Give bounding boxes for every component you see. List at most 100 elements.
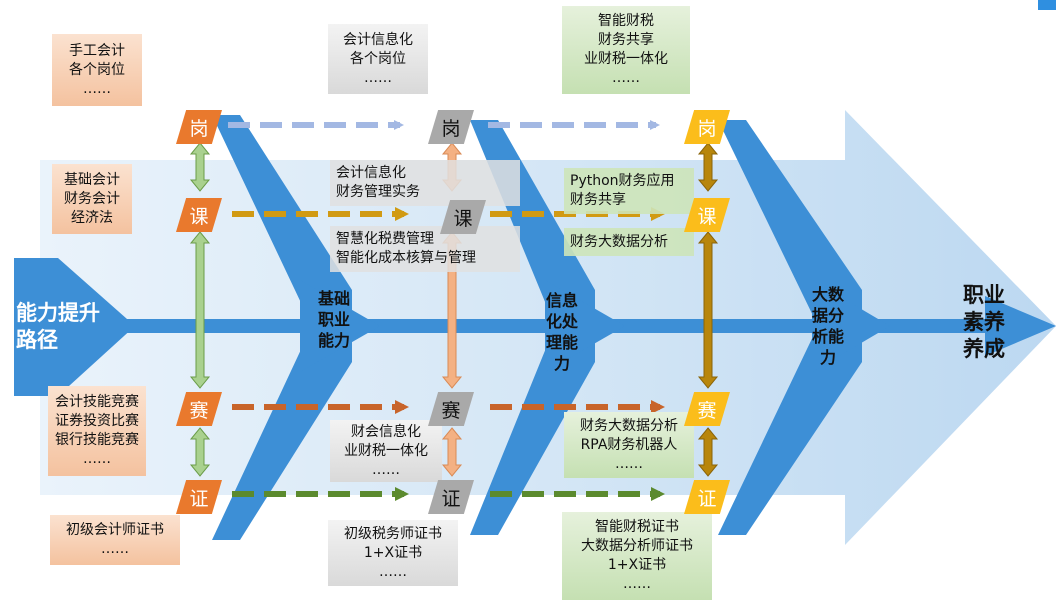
stage-label-info-line-3: 理能 xyxy=(545,333,578,352)
c3-zheng-line-2: 大数据分析师证书 xyxy=(581,538,693,554)
c2-gang-box: 会计信息化 各个岗位 …… xyxy=(328,24,428,94)
stage-label-bigdata-line-3: 析能 xyxy=(811,327,844,346)
c1-node-ke-label: 课 xyxy=(189,205,209,228)
c2-node-ke-label: 课 xyxy=(453,207,473,230)
c1-node-gang-label: 岗 xyxy=(189,117,209,140)
chevron-2-head xyxy=(545,280,625,372)
c1-node-sai: 赛 xyxy=(176,392,222,426)
c3-sai-line-1: 财务大数据分析 xyxy=(580,417,678,434)
end-label-line-1: 职业 xyxy=(963,283,1005,307)
c3-ke-top-line-2: 财务共享 xyxy=(570,192,626,208)
c1-node-sai-label: 赛 xyxy=(189,399,209,422)
c3-node-gang-label: 岗 xyxy=(697,117,717,140)
spine-head xyxy=(985,296,1056,356)
c2-zheng-box: 初级税务师证书 1+X证书 …… xyxy=(328,520,458,586)
c1-ke-line-3: 经济法 xyxy=(71,209,113,226)
c3-sai-line-2: RPA财务机器人 xyxy=(580,436,678,453)
c3-node-zheng: 证 xyxy=(684,480,730,514)
c2-gang-line-1: 会计信息化 xyxy=(343,31,413,48)
stage-label-basic-line-2: 职业 xyxy=(317,310,350,329)
stage-label-info-line-2: 化处 xyxy=(545,312,578,331)
start-arrow-shape xyxy=(14,258,135,396)
c3-gang-line-2: 财务共享 xyxy=(598,32,654,48)
c2-ke-top-box: 会计信息化 财务管理实务 xyxy=(330,160,520,206)
stage-label-bigdata-line-4: 力 xyxy=(819,348,836,367)
stage-label-bigdata-line-1: 大数 xyxy=(811,285,844,304)
end-label-line-2: 素养 xyxy=(963,310,1005,334)
c1-sai-line-1: 会计技能竞赛 xyxy=(55,394,139,410)
c3-zheng-line-1: 智能财税证书 xyxy=(595,519,679,535)
stage-label-basic: 基础 职业 能力 xyxy=(308,288,360,351)
c1-zheng-box: 初级会计师证书 …… xyxy=(50,515,180,565)
c2-ke-top-line-1: 会计信息化 xyxy=(336,165,406,181)
c1-node-ke: 课 xyxy=(176,198,222,232)
start-label-line-2: 路径 xyxy=(16,328,58,352)
c3-gang-line-3: 业财税一体化 xyxy=(584,51,668,67)
c2-node-sai-label: 赛 xyxy=(441,399,461,422)
c3-ke-bottom-line-1: 财务大数据分析 xyxy=(570,233,668,250)
stage-label-info: 信息 化处 理能 力 xyxy=(536,290,588,374)
chevron-1-head xyxy=(300,280,380,372)
end-label: 职业 素养 养成 xyxy=(944,282,1024,363)
c1-node-gang: 岗 xyxy=(176,110,222,144)
c2-node-sai: 赛 xyxy=(428,392,474,426)
c3-ke-top-box: Python财务应用 财务共享 xyxy=(564,168,694,214)
c2-ke-top-line-2: 财务管理实务 xyxy=(336,184,420,200)
c3-node-sai-label: 赛 xyxy=(697,399,717,422)
c3-node-ke: 课 xyxy=(684,198,730,232)
corner-marker xyxy=(1038,0,1056,10)
stage-label-info-line-1: 信息 xyxy=(545,291,578,310)
c3-sai-line-3: …… xyxy=(615,455,643,472)
stage-label-bigdata: 大数 据分 析能 力 xyxy=(802,284,854,368)
stage-label-info-line-4: 力 xyxy=(553,354,570,373)
stage-label-basic-line-1: 基础 xyxy=(317,289,350,308)
c1-ke-box: 基础会计 财务会计 经济法 xyxy=(52,164,132,234)
col1-vertical-arrows xyxy=(189,142,211,477)
stage-label-basic-line-3: 能力 xyxy=(317,331,350,350)
c3-gang-box: 智能财税 财务共享 业财税一体化 …… xyxy=(562,6,690,94)
c2-gang-line-3: …… xyxy=(364,69,392,86)
c2-zheng-line-2: 1+X证书 xyxy=(363,544,423,561)
c2-node-ke: 课 xyxy=(440,200,486,234)
c1-gang-box: 手工会计 各个岗位 …… xyxy=(52,34,142,106)
c3-node-zheng-label: 证 xyxy=(697,487,717,510)
col3-vertical-arrows xyxy=(697,142,719,477)
c3-node-sai: 赛 xyxy=(684,392,730,426)
end-label-line-3: 养成 xyxy=(963,337,1005,361)
c2-node-zheng-label: 证 xyxy=(441,487,461,510)
c2-sai-box: 财会信息化 业财税一体化 …… xyxy=(330,420,442,482)
c2-node-zheng: 证 xyxy=(428,480,474,514)
start-label: 能力提升 路径 xyxy=(16,300,126,354)
c3-gang-line-1: 智能财税 xyxy=(598,13,654,29)
c1-node-zheng-label: 证 xyxy=(189,487,209,510)
c1-gang-line-2: 各个岗位 xyxy=(69,61,125,78)
c2-ke-bottom-box: 智慧化税费管理 智能化成本核算与管理 xyxy=(330,226,520,272)
c3-node-gang: 岗 xyxy=(684,110,730,144)
c3-ke-bottom-box: 财务大数据分析 xyxy=(564,228,694,256)
c2-node-gang: 岗 xyxy=(428,110,474,144)
c1-ke-line-1: 基础会计 xyxy=(64,171,120,188)
c1-sai-line-3: 银行技能竞赛 xyxy=(55,432,139,448)
c2-sai-line-2: 业财税一体化 xyxy=(344,442,428,459)
c2-ke-bottom-line-2: 智能化成本核算与管理 xyxy=(336,250,476,266)
c3-zheng-line-3: 1+X证书 xyxy=(607,557,667,573)
chevron-3-head xyxy=(812,280,890,372)
c1-sai-line-2: 证券投资比赛 xyxy=(55,413,139,429)
c2-node-gang-label: 岗 xyxy=(441,117,461,140)
c1-zheng-line-1: 初级会计师证书 xyxy=(66,522,164,538)
c2-sai-line-1: 财会信息化 xyxy=(351,423,421,440)
c1-sai-box: 会计技能竞赛 证券投资比赛 银行技能竞赛 …… xyxy=(48,386,146,476)
c2-gang-line-2: 各个岗位 xyxy=(350,50,406,67)
c3-zheng-box: 智能财税证书 大数据分析师证书 1+X证书 …… xyxy=(562,512,712,600)
start-label-line-1: 能力提升 xyxy=(16,301,100,325)
c2-zheng-line-1: 初级税务师证书 xyxy=(344,525,442,542)
c1-gang-line-1: 手工会计 xyxy=(69,42,125,59)
c1-zheng-line-2: …… xyxy=(101,541,129,557)
c1-node-zheng: 证 xyxy=(176,480,222,514)
c2-sai-line-3: …… xyxy=(372,461,400,478)
c2-zheng-line-3: …… xyxy=(379,563,407,580)
c3-ke-top-line-1: Python财务应用 xyxy=(570,173,675,189)
c3-node-ke-label: 课 xyxy=(697,205,717,228)
